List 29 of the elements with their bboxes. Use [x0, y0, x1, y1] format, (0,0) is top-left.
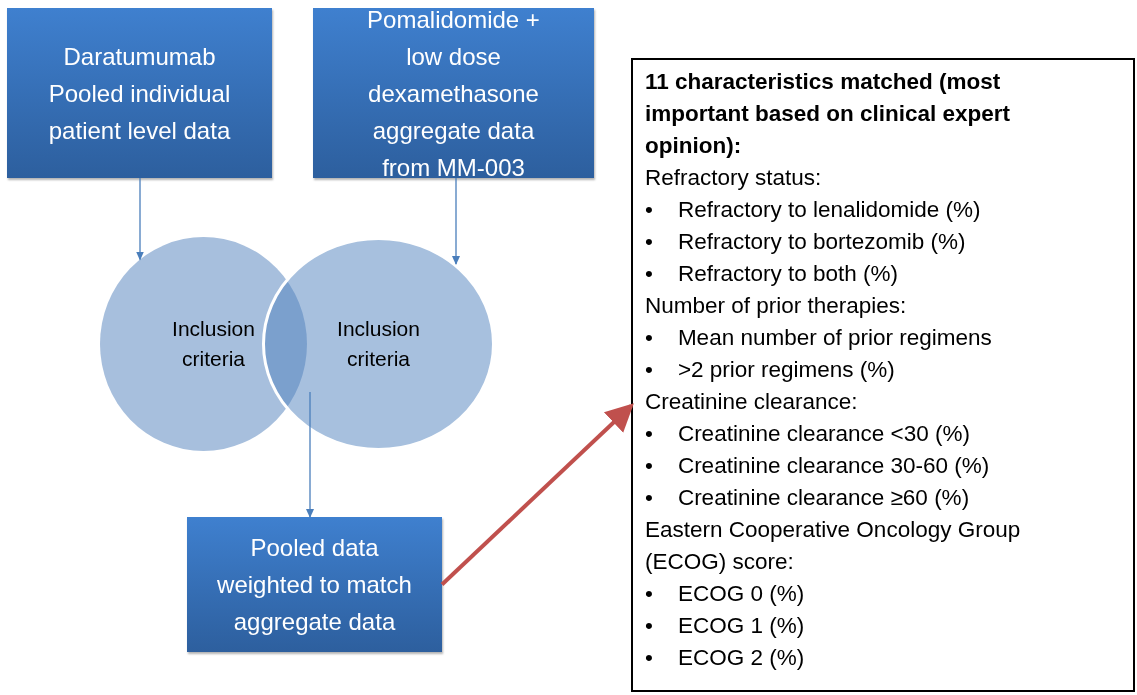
box-heading: 11 characteristics matched (most important based on clinical expert opinion):	[645, 68, 1012, 160]
circle-label: Inclusion criteria	[336, 316, 421, 372]
list-item: • Refractory to bortezomib (%)	[645, 228, 967, 256]
arrow	[136, 177, 144, 261]
list-item: • Creatinine clearance ≥60 (%)	[645, 484, 971, 512]
list-item: • ECOG 1 (%)	[645, 612, 806, 640]
arrow	[440, 403, 634, 586]
list-item: Refractory status:	[645, 164, 823, 192]
characteristics-box	[631, 58, 1135, 692]
box-text: Daratumumab Pooled individual patient level data	[47, 41, 232, 146]
list-item: • Mean number of prior regimens	[645, 324, 993, 352]
process-box	[313, 8, 594, 178]
list-item: Number of prior therapies:	[645, 292, 908, 320]
list-item: Eastern Cooperative Oncology Group (ECOG) score:	[645, 516, 1022, 576]
arrow	[306, 391, 314, 518]
box-text: Pomalidomide + low dose dexamethasone aggregate data from MM-003	[366, 4, 541, 183]
list-item: • ECOG 0 (%)	[645, 580, 806, 608]
arrow	[452, 177, 460, 266]
list-item: • ECOG 2 (%)	[645, 644, 806, 672]
box-text: Pooled data weighted to match aggregate data	[216, 533, 413, 637]
list-item: • >2 prior regimens (%)	[645, 356, 896, 384]
list-item: • Refractory to lenalidomide (%)	[645, 196, 982, 224]
list-item: Creatinine clearance:	[645, 388, 859, 416]
process-box	[7, 8, 272, 178]
list-item: • Creatinine clearance <30 (%)	[645, 420, 971, 448]
process-box	[187, 517, 442, 652]
circle-label: Inclusion criteria	[171, 316, 256, 372]
list-item: • Creatinine clearance 30-60 (%)	[645, 452, 991, 480]
list-item: • Refractory to both (%)	[645, 260, 899, 288]
